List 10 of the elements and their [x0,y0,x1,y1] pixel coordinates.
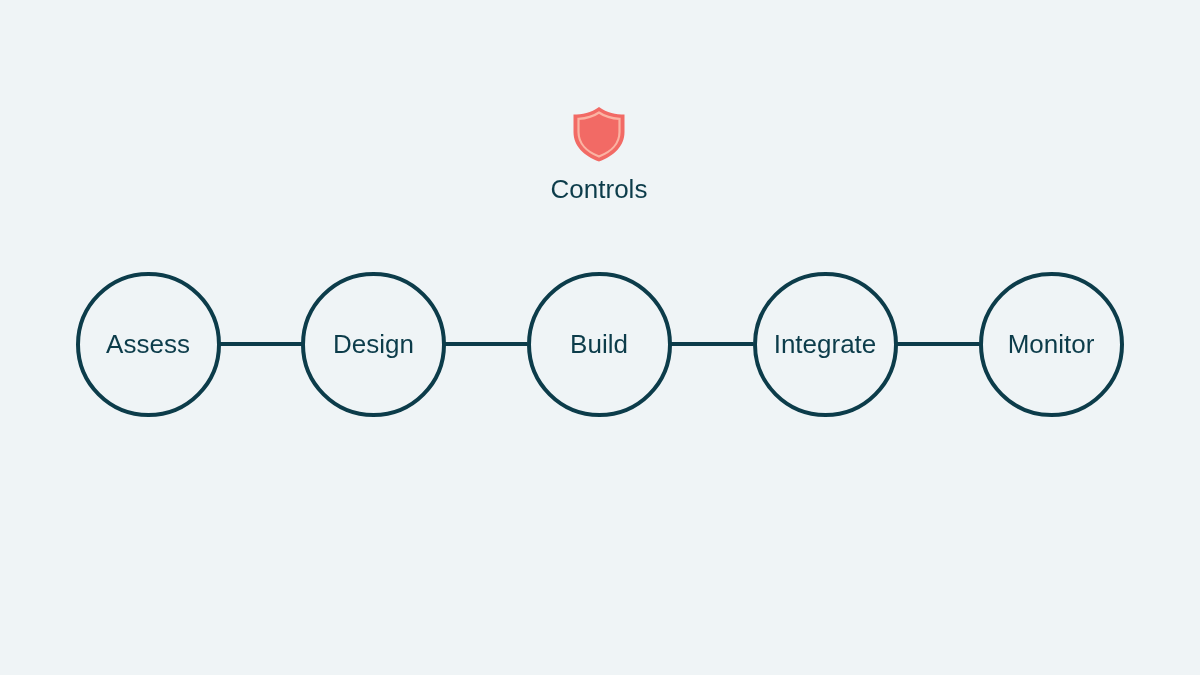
heading-label: Controls [550,174,648,204]
connector-line [219,342,302,346]
connector-line [445,342,528,346]
stage-label: Integrate [773,329,877,359]
connector-line [670,342,754,346]
stage-label: Build [570,329,628,359]
stage-label: Monitor [1007,329,1095,359]
stage-label: Design [333,329,414,359]
connector-line [896,342,980,346]
stage-label: Assess [106,329,190,359]
